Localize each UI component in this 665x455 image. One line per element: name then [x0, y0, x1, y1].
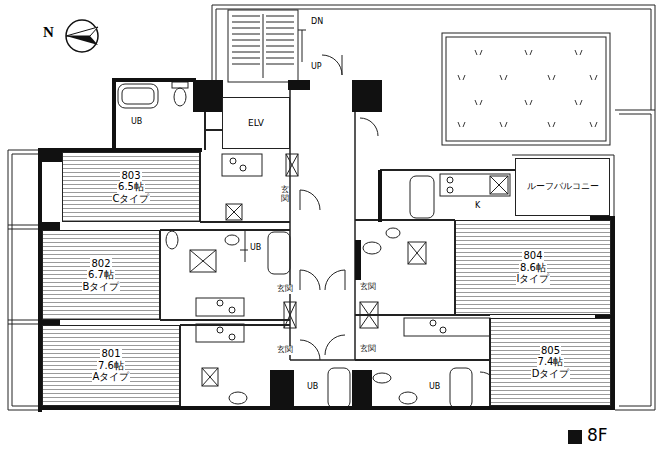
- room-label: 6.5帖: [117, 181, 145, 193]
- room-label: 8.6帖: [519, 262, 547, 274]
- entrance-label: 玄関: [276, 346, 294, 355]
- floor-label: 8F: [586, 426, 609, 445]
- bath-label: UB: [249, 244, 262, 253]
- room-label: Aタイプ: [92, 371, 131, 383]
- entrance-label: 玄関: [281, 186, 289, 204]
- room-label: Iタイプ: [516, 273, 551, 285]
- room-label: 7.4帖: [537, 356, 565, 368]
- room-label: ルーフバルコニー: [526, 182, 600, 192]
- compass: [66, 20, 98, 52]
- apartment-room: 8026.7帖Bタイプ: [42, 230, 160, 320]
- apartment-room: 8036.5帖Cタイプ: [62, 152, 200, 222]
- room-label: 803: [120, 170, 141, 182]
- room-label: 804: [522, 250, 543, 262]
- room-label: ELV: [247, 118, 265, 128]
- north-mark: N: [42, 24, 55, 41]
- room-label: 7.6帖: [97, 360, 125, 372]
- bath-label: UB: [130, 118, 143, 127]
- apartment-room: 8048.6帖Iタイプ: [455, 220, 611, 315]
- bath-label: UB: [428, 383, 441, 392]
- elevator-box: ELV: [222, 97, 290, 149]
- entrance-label: 玄関: [359, 345, 377, 354]
- stair-label: DN: [310, 18, 324, 27]
- apartment-room: 8017.6帖Aタイプ: [42, 325, 180, 406]
- room-label: Dタイプ: [531, 368, 571, 380]
- room-label: Cタイプ: [112, 193, 151, 205]
- room-label: Bタイプ: [82, 281, 121, 293]
- room-label: 805: [540, 345, 561, 357]
- entrance-label: 玄関: [276, 285, 294, 294]
- bath-label: UB: [306, 383, 319, 392]
- room-label: 6.7帖: [87, 269, 115, 281]
- kitchen-label: K: [474, 202, 481, 211]
- room-label: 801: [100, 348, 121, 360]
- room-label: 802: [90, 258, 111, 270]
- stair-label: UP: [310, 63, 323, 72]
- apartment-room: 8057.4帖Dタイプ: [490, 318, 611, 406]
- roof-balcony: ルーフバルコニー: [515, 158, 610, 216]
- floor-marker: [568, 430, 582, 444]
- entrance-label: 玄関: [359, 283, 377, 292]
